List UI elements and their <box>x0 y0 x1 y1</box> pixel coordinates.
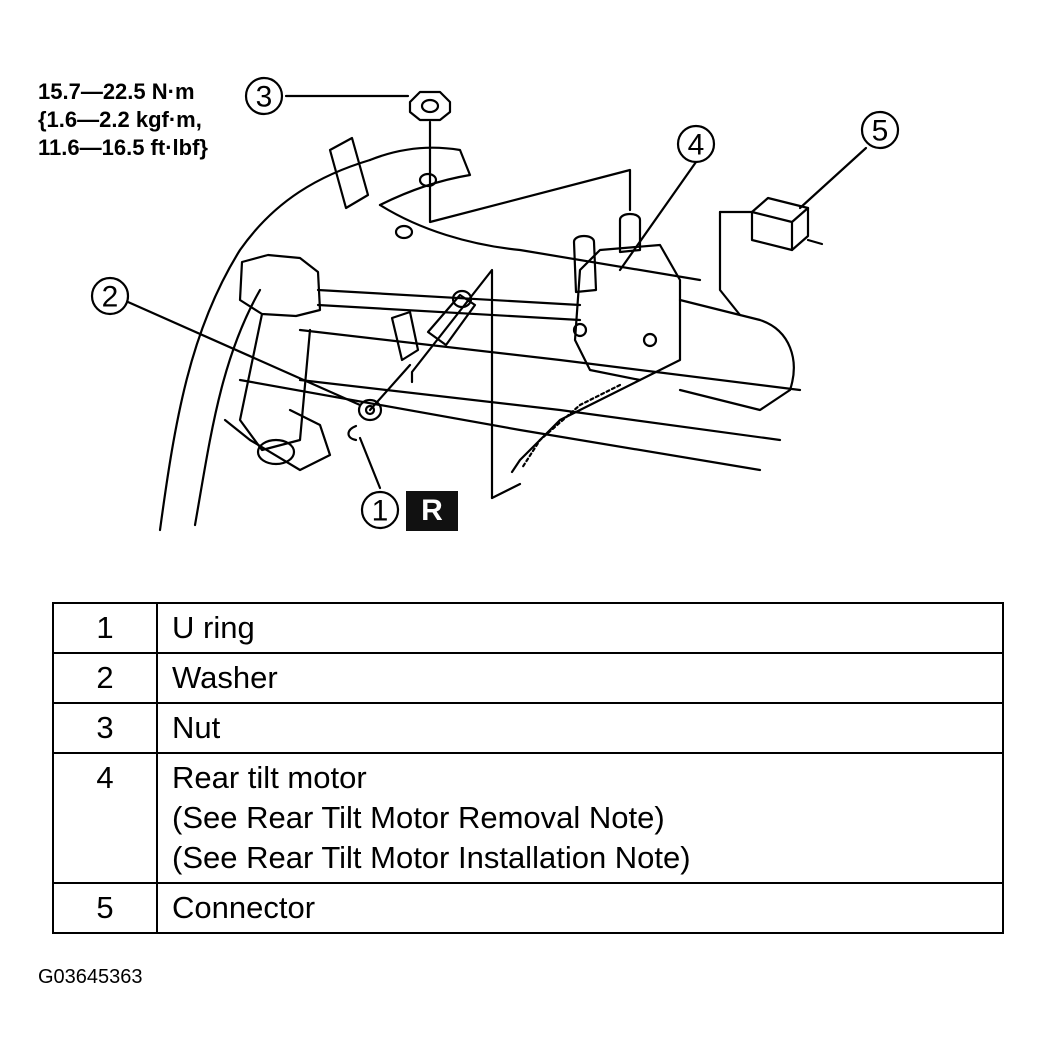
connector-part <box>750 196 810 252</box>
link-arm <box>426 293 477 347</box>
left-foot <box>223 408 332 472</box>
parts-legend-table: 1 U ring 2 Washer 3 Nut 4 Rear tilt moto… <box>52 602 1004 934</box>
table-row: 4 Rear tilt motor (See Rear Tilt Motor R… <box>52 752 1004 884</box>
part-number: 4 <box>52 752 158 884</box>
torque-spec: 15.7—22.5 N·m {1.6—2.2 kgf·m, 11.6—16.5 … <box>38 78 208 162</box>
seat-rail-top <box>378 203 702 282</box>
motor-gearbox <box>573 243 682 382</box>
motor-spindle-side <box>572 234 598 294</box>
washer-alignment-line <box>410 268 494 500</box>
torque-spec-nm: 15.7—22.5 N·m <box>38 79 195 104</box>
seat-rail-bottom <box>238 378 762 472</box>
callout-label-4: 4 <box>688 129 705 162</box>
part-number: 1 <box>52 602 158 654</box>
figure-code: G03645363 <box>38 966 143 988</box>
callout-circle-5 <box>860 110 900 150</box>
table-row: 1 U ring <box>52 602 1004 654</box>
exploded-view-illustration: 3 4 5 2 1 <box>90 76 900 532</box>
part-number: 3 <box>52 702 158 754</box>
nut-alignment-line <box>428 120 632 224</box>
motor-spindle-top <box>618 212 642 254</box>
table-row: 2 Washer <box>52 652 1004 704</box>
bracket-tab <box>328 136 370 210</box>
table-row: 5 Connector <box>52 882 1004 934</box>
part-number: 5 <box>52 882 158 934</box>
frame-outline-inner <box>193 288 262 527</box>
nut-part <box>408 90 452 122</box>
frame-outline-outer <box>158 158 372 532</box>
torque-spec-ftlbf: 11.6—16.5 ft·lbf} <box>38 135 208 160</box>
callout-label-3: 3 <box>256 81 273 114</box>
cross-shaft-lower <box>316 303 582 322</box>
callout-circle-3 <box>244 76 284 116</box>
motor-screw-shaft <box>510 378 642 474</box>
motor-housing <box>678 298 795 412</box>
leader-4 <box>618 160 698 272</box>
part-name: Washer <box>156 652 1004 704</box>
washer-part <box>357 398 383 422</box>
left-foot-hole <box>256 438 296 466</box>
bracket-upper <box>368 146 472 207</box>
leader-1 <box>358 436 382 490</box>
mount-hole-a <box>418 172 438 188</box>
cross-shaft <box>316 288 582 307</box>
callout-label-1: 1 <box>372 495 389 528</box>
callout-circle-1 <box>360 490 400 530</box>
leader-2 <box>126 300 362 407</box>
center-bracket <box>390 310 420 362</box>
callout-label-5: 5 <box>872 115 889 148</box>
part-name: Rear tilt motor (See Rear Tilt Motor Rem… <box>156 752 1004 884</box>
replace-part-badge: R <box>406 491 458 531</box>
mount-hole-b <box>394 224 414 240</box>
callout-label-2: 2 <box>102 281 119 314</box>
seat-rail-lower <box>298 378 782 442</box>
left-clamp <box>238 253 322 318</box>
part-name: Nut <box>156 702 1004 754</box>
part-name: Connector <box>156 882 1004 934</box>
part-number: 2 <box>52 652 158 704</box>
leader-5 <box>798 146 868 210</box>
torque-spec-kgfm: {1.6—2.2 kgf·m, <box>38 107 202 132</box>
motor-screw-thread <box>520 383 622 470</box>
u-ring-part <box>347 424 358 442</box>
callout-circle-2 <box>90 276 130 316</box>
connector-wire <box>718 210 742 317</box>
table-row: 3 Nut <box>52 702 1004 754</box>
seat-rail-middle <box>298 328 802 392</box>
left-arm <box>238 312 312 452</box>
callout-circle-4 <box>676 124 716 164</box>
part-name: U ring <box>156 602 1004 654</box>
